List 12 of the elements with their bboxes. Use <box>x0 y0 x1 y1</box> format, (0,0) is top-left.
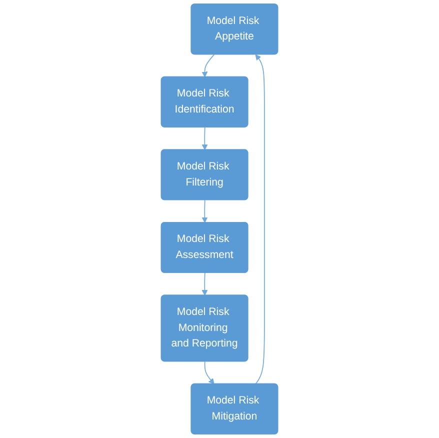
arrow <box>202 126 208 150</box>
arrow <box>202 54 215 78</box>
process-box: Model Risk Appetite <box>190 4 278 55</box>
process-box: Model Risk Assessment <box>160 222 248 273</box>
arrow <box>255 54 265 384</box>
process-box: Model Risk Identification <box>160 76 248 128</box>
process-box: Model Risk Filtering <box>160 149 248 200</box>
arrow <box>202 272 208 296</box>
process-box: Model Risk Mitigation <box>190 383 278 434</box>
arrow <box>204 361 214 384</box>
arrow <box>202 200 208 223</box>
process-box: Model Risk Monitoring and Reporting <box>160 294 248 362</box>
